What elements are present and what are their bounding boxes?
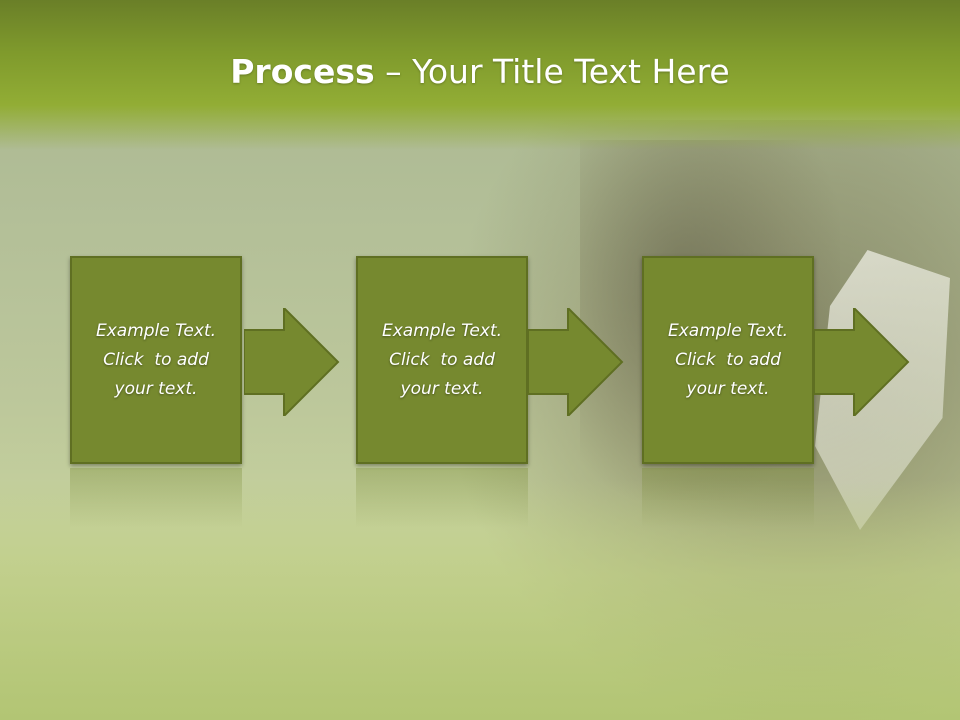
process-step-1-reflection [70, 468, 242, 528]
step-2-line-1: Example Text. [381, 320, 503, 341]
process-step-1-text: Example Text. Click to add your text. [96, 317, 216, 404]
title-bold-part: Process [230, 52, 375, 91]
title-rest-part: – Your Title Text Here [374, 52, 730, 91]
step-3-line-2: Click to add [675, 349, 781, 370]
slide-title[interactable]: Process – Your Title Text Here [0, 52, 960, 91]
title-band [0, 0, 960, 150]
step-3-line-3: your text. [686, 378, 770, 399]
step-1-line-3: your text. [114, 378, 198, 399]
process-step-3-box[interactable]: Example Text. Click to add your text. [642, 256, 814, 464]
arrow-right-icon-2[interactable] [528, 308, 624, 416]
process-step-2-reflection [356, 468, 528, 528]
step-2-line-3: your text. [400, 378, 484, 399]
process-step-3-text: Example Text. Click to add your text. [668, 317, 788, 404]
arrow-right-icon-1[interactable] [244, 308, 340, 416]
arrow-right-icon-3[interactable] [814, 308, 910, 416]
step-3-line-1: Example Text. [667, 320, 789, 341]
process-step-1-box[interactable]: Example Text. Click to add your text. [70, 256, 242, 464]
process-step-2-box[interactable]: Example Text. Click to add your text. [356, 256, 528, 464]
step-1-line-1: Example Text. [95, 320, 217, 341]
background-grass [0, 480, 960, 720]
step-2-line-2: Click to add [389, 349, 495, 370]
process-step-2-text: Example Text. Click to add your text. [382, 317, 502, 404]
step-1-line-2: Click to add [103, 349, 209, 370]
process-step-3-reflection [642, 468, 814, 528]
